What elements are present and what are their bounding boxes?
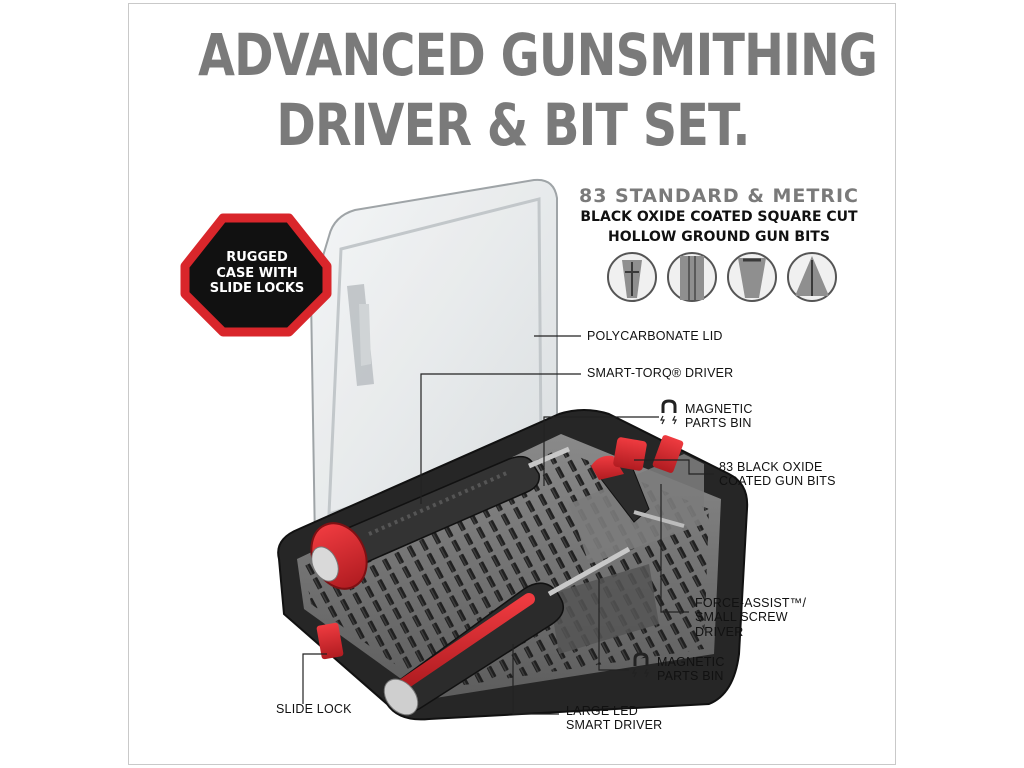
callout-large-led-line-1: LARGE LED [566, 704, 638, 718]
badge-line-2: CASE WITH [216, 265, 298, 281]
callout-magnetic-parts-bin-1-line-2: PARTS BIN [685, 416, 752, 431]
bits-description-line-1: BLACK OXIDE COATED SQUARE CUT [580, 209, 858, 225]
callout-polycarbonate-lid: POLYCARBONATE LID [587, 329, 723, 343]
flat-bit-icon [727, 252, 777, 302]
callout-large-led-driver: LARGE LED SMART DRIVER [566, 704, 662, 733]
callout-magnetic-parts-bin-1: MAGNETIC PARTS BIN [685, 402, 753, 431]
bits-count-heading: 83 STANDARD & METRIC [579, 185, 859, 207]
callout-force-assist-line-1: FORCE-ASSIST™/ [695, 596, 807, 610]
callout-magnetic-parts-bin-2: MAGNETIC PARTS BIN [657, 655, 725, 684]
force-assist-driver [590, 437, 685, 528]
callout-magnetic-parts-bin-1-line-1: MAGNETIC [685, 402, 753, 416]
callout-force-assist-line-3: DRIVER [695, 624, 744, 639]
bits-description-line-2: HOLLOW GROUND GUN BITS [608, 229, 830, 245]
headline-line-2: DRIVER & BIT SET. [276, 91, 750, 159]
badge-text: RUGGED CASE WITH SLIDE LOCKS [193, 250, 321, 297]
headline-line-1: ADVANCED GUNSMITHING [198, 21, 878, 89]
callout-slide-lock: SLIDE LOCK [276, 702, 352, 716]
hex-bit-icon [667, 252, 717, 302]
callout-black-oxide-bits-line-1: 83 BLACK OXIDE [719, 460, 823, 474]
slide-lock-right [652, 435, 684, 473]
callout-black-oxide-bits: 83 BLACK OXIDE COATED GUN BITS [719, 460, 836, 489]
phillips-bit-icon [607, 252, 657, 302]
badge-line-1: RUGGED [226, 250, 288, 265]
callout-smart-torq-driver: SMART-TORQ® DRIVER [587, 366, 734, 380]
slide-lock-left [316, 622, 344, 660]
badge-line-3: SLIDE LOCKS [209, 281, 305, 297]
callout-black-oxide-bits-line-2: COATED GUN BITS [719, 474, 836, 489]
magnet-icon [632, 652, 650, 683]
product-infographic: ADVANCED GUNSMITHING DRIVER & BIT SET. 8… [128, 3, 896, 765]
callout-magnetic-parts-bin-2-line-2: PARTS BIN [657, 669, 724, 684]
callout-magnetic-parts-bin-2-line-1: MAGNETIC [657, 655, 725, 669]
callout-lines [302, 335, 714, 715]
callout-force-assist-line-2: SMALL SCREW [695, 610, 788, 625]
callout-large-led-line-2: SMART DRIVER [566, 718, 663, 733]
torx-bit-icon [787, 252, 837, 302]
smart-torq-driver [310, 446, 570, 590]
callout-force-assist-driver: FORCE-ASSIST™/ SMALL SCREW DRIVER [695, 596, 806, 639]
magnet-icon [660, 399, 678, 430]
product-illustration [180, 178, 837, 721]
rugged-case-badge [180, 213, 332, 337]
large-led-smart-driver [383, 546, 631, 716]
